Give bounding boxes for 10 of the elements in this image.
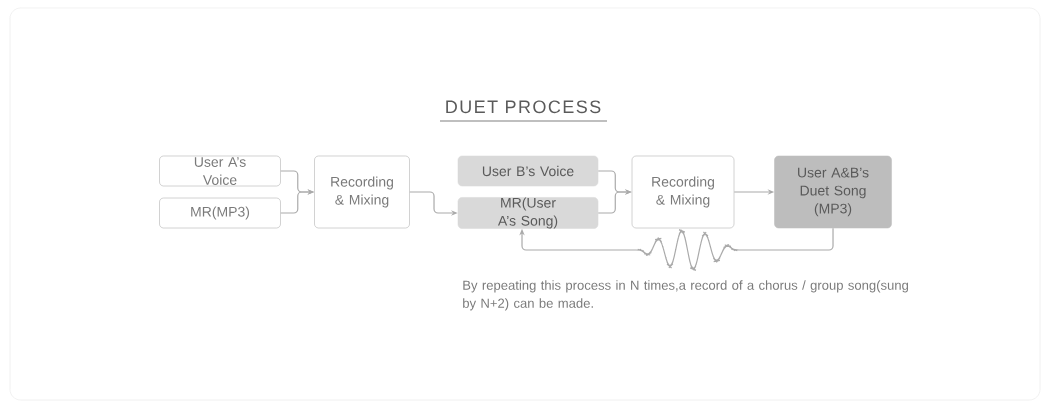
note: By repeating this process in N times,a record of a chorus / group song(sung by N+2) can be made. xyxy=(463,280,908,311)
input-box: MR(MP3) xyxy=(159,197,281,229)
input-box: User B’s Voice xyxy=(457,155,599,187)
title: DUET PROCESS xyxy=(439,100,608,122)
process-box: User A&B’s Duet Song (MP3) xyxy=(774,155,892,229)
input-box: MR(User A’s Song) xyxy=(457,197,599,229)
process-box: Recording & Mixing xyxy=(314,155,410,229)
process-box: Recording & Mixing xyxy=(631,155,735,229)
input-box: User A’s Voice xyxy=(159,155,281,187)
arrow xyxy=(519,227,834,271)
